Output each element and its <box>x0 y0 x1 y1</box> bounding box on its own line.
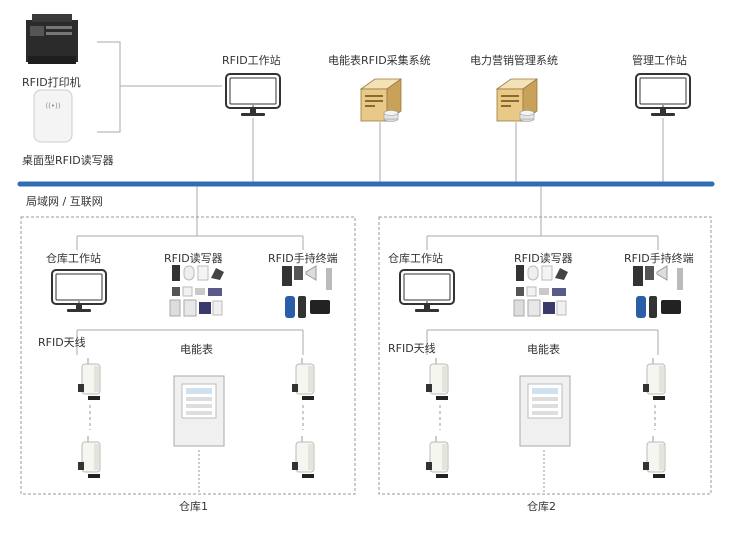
rfid-workstation-monitor-icon <box>225 73 281 117</box>
wh1-meter-label: 电能表 <box>180 343 213 356</box>
wh2-meter-label: 电能表 <box>527 343 560 356</box>
wh1-workstation-monitor-icon <box>51 269 107 313</box>
svg-text:((•)): ((•)) <box>45 102 60 110</box>
wh2-meter-icon <box>519 375 571 447</box>
rfid-workstation-label: RFID工作站 <box>222 54 281 67</box>
printer-label: RFID打印机 <box>22 76 81 89</box>
wh2-antenna-icon <box>425 435 449 479</box>
desk-reader-label: 桌面型RFID读写器 <box>22 154 114 167</box>
wh1-antenna-icon <box>77 435 101 479</box>
wh2-reader-cluster-icon <box>513 265 568 317</box>
wh2-reader-label: RFID读写器 <box>514 252 573 265</box>
wh2-workstation-label: 仓库工作站 <box>388 252 443 265</box>
wh2-antenna-label: RFID天线 <box>388 342 436 355</box>
wh1-meter-icon <box>173 375 225 447</box>
rfid-printer-icon <box>26 14 78 64</box>
wh1-reader-cluster-icon <box>169 265 224 317</box>
wh1-reader-label: RFID读写器 <box>164 252 223 265</box>
wh1-handheld-cluster-icon <box>282 265 332 318</box>
wh1-antenna-icon <box>291 435 315 479</box>
wh2-antenna-icon <box>425 357 449 401</box>
wh2-name: 仓库2 <box>527 500 556 513</box>
wh1-handheld-label: RFID手持终端 <box>268 252 338 265</box>
wh1-antenna-label: RFID天线 <box>38 336 86 349</box>
wh1-antenna-icon <box>77 357 101 401</box>
wh2-antenna-icon <box>642 357 666 401</box>
wh2-antenna-icon <box>642 435 666 479</box>
network-label: 局域网 / 互联网 <box>26 195 103 208</box>
wh1-antenna-icon <box>291 357 315 401</box>
wh2-workstation-monitor-icon <box>399 269 455 313</box>
wh1-name: 仓库1 <box>179 500 208 513</box>
wh2-handheld-cluster-icon <box>633 265 683 318</box>
desk-reader-icon: ((•)) <box>33 89 73 143</box>
marketing-server-icon <box>496 78 538 122</box>
wh2-handheld-label: RFID手持终端 <box>624 252 694 265</box>
marketing-system-label: 电力营销管理系统 <box>470 54 558 67</box>
meter-collect-system-label: 电能表RFID采集系统 <box>328 54 431 67</box>
warehouse-2-frame <box>378 216 712 495</box>
mgmt-workstation-label: 管理工作站 <box>632 54 687 67</box>
collect-server-icon <box>360 78 402 122</box>
wh1-workstation-label: 仓库工作站 <box>46 252 101 265</box>
mgmt-workstation-monitor-icon <box>635 73 691 117</box>
warehouse-1-frame <box>20 216 356 495</box>
